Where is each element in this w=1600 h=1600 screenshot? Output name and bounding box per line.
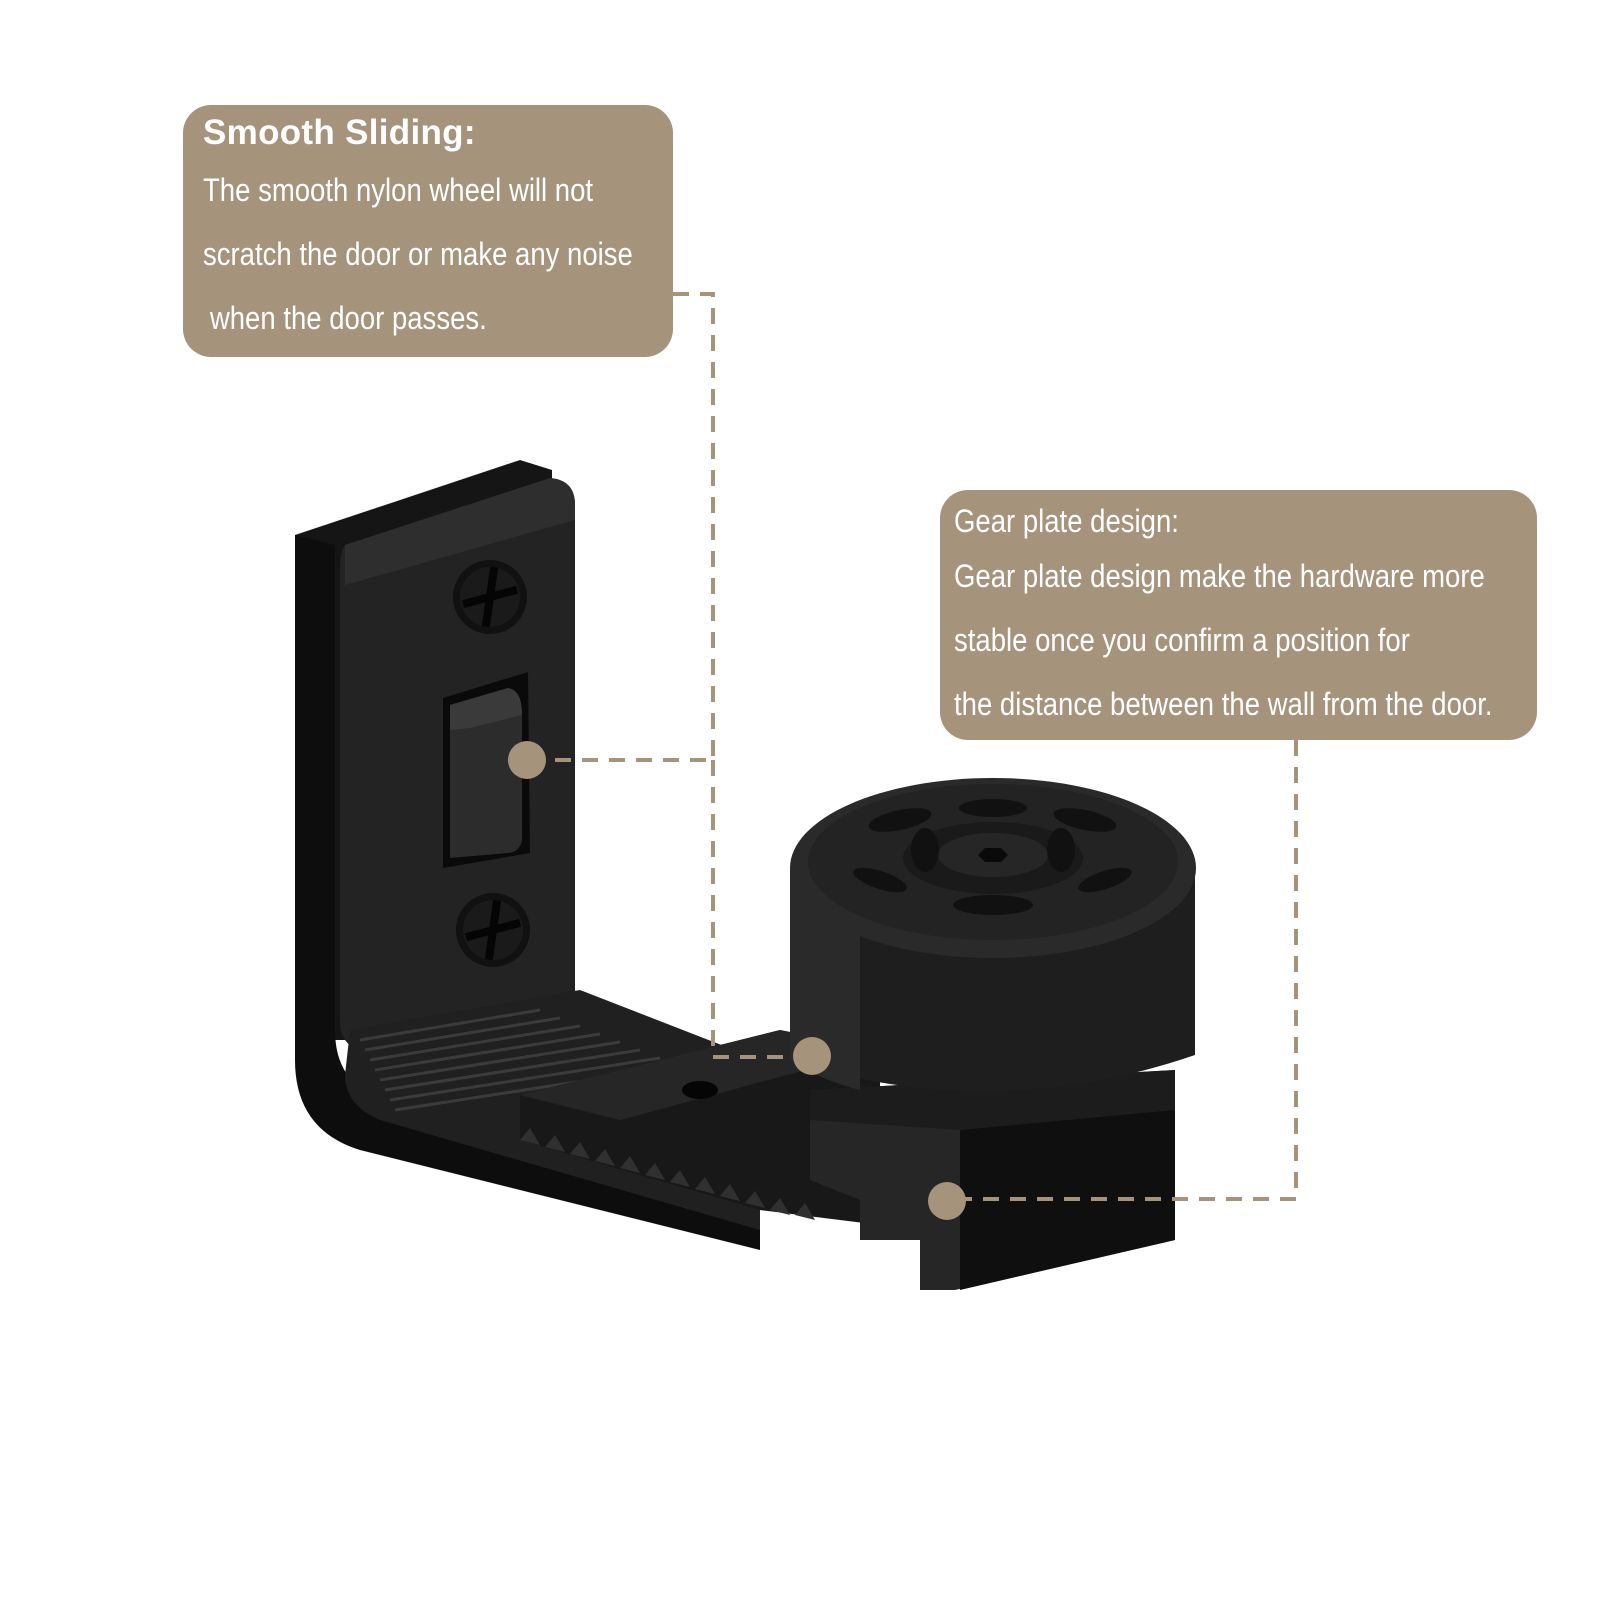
top-screw-icon bbox=[453, 560, 527, 634]
slider-hole bbox=[682, 1081, 718, 1099]
callout-smooth-sliding: Smooth Sliding: The smooth nylon wheel w… bbox=[183, 105, 673, 357]
bottom-screw-icon bbox=[456, 893, 530, 967]
slider-teeth bbox=[520, 1128, 815, 1220]
callout-line: stable once you confirm a position for bbox=[954, 622, 1410, 658]
callout-line: Gear plate design make the hardware more bbox=[954, 558, 1485, 594]
callout-line: when the door passes. bbox=[209, 300, 487, 336]
callout-gear-plate-design: Gear plate design: Gear plate design mak… bbox=[940, 490, 1537, 740]
callout-line: the distance between the wall from the d… bbox=[954, 686, 1493, 722]
callout-line: scratch the door or make any noise bbox=[203, 236, 633, 272]
callout-heading: Gear plate design: bbox=[954, 503, 1179, 539]
callout-line: The smooth nylon wheel will not bbox=[203, 172, 594, 208]
nylon-wheel bbox=[790, 778, 1196, 1092]
nylon-roller bbox=[443, 672, 530, 868]
callout-heading: Smooth Sliding: bbox=[203, 113, 476, 152]
